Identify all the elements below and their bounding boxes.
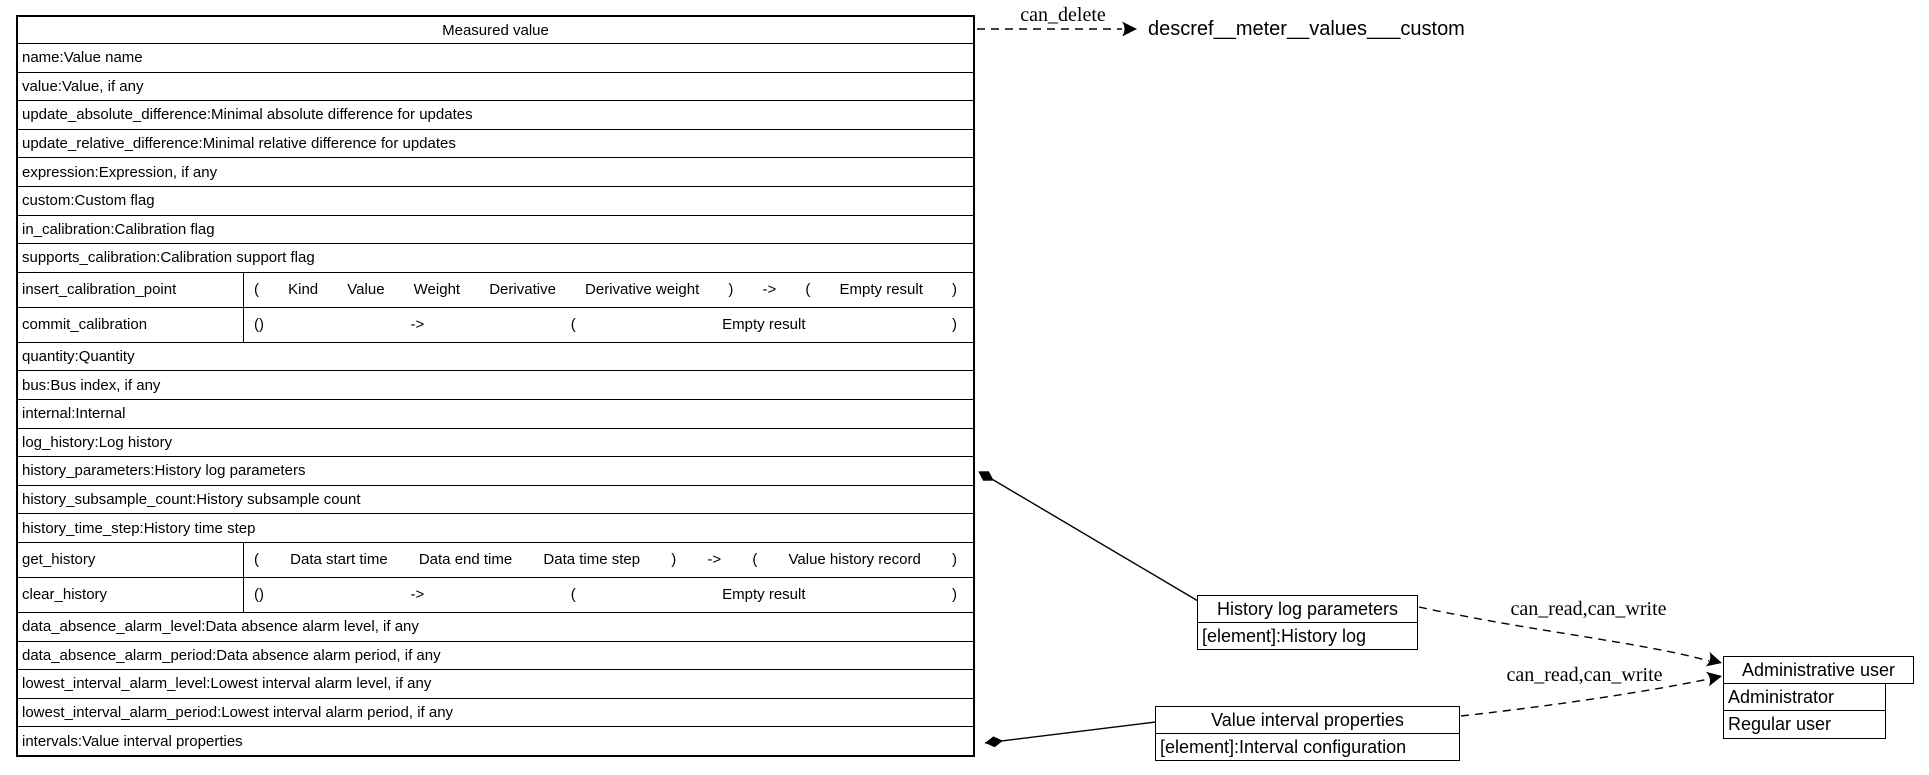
field-row-lowest-interval-alarm-level: lowest_interval_alarm_level:Lowest inter… — [18, 669, 973, 698]
signature-token: Data time step — [543, 551, 641, 569]
field-row-custom: custom:Custom flag — [18, 185, 973, 215]
field-row-lowest-interval-alarm-period: lowest_interval_alarm_period:Lowest inte… — [18, 697, 973, 727]
field-row-value: value:Value, if any — [18, 71, 973, 101]
signature-token: ( — [254, 551, 259, 569]
external-ref-node: descref__meter__values___custom — [1148, 18, 1465, 40]
method-signature: ( Data start time Data end time Data tim… — [244, 543, 973, 577]
signature-token: ( — [570, 316, 576, 334]
field-row-expression: expression:Expression, if any — [18, 157, 973, 186]
history-table-row: [element]:History log — [1197, 621, 1418, 650]
interval-table-row: [element]:Interval configuration — [1155, 732, 1460, 761]
admin-table-title: Administrative user — [1723, 656, 1914, 684]
method-signature: ( Kind Value Weight Derivative Derivativ… — [244, 273, 973, 307]
field-row-supports-calibration: supports_calibration:Calibration support… — [18, 243, 973, 272]
interval-admin-arrowhead-icon — [1705, 671, 1722, 687]
admin-table-row-administrator: Administrator — [1723, 682, 1886, 711]
history-table-title: History log parameters — [1197, 595, 1418, 623]
signature-token: -> — [762, 281, 777, 299]
interval-admin-edge-label: can_read,can_write — [1506, 664, 1663, 686]
field-row-log-history: log_history:Log history — [18, 427, 973, 457]
signature-token: Weight — [413, 281, 461, 299]
field-row-history-subsample-count: history_subsample_count:History subsampl… — [18, 484, 973, 514]
signature-token: Data start time — [290, 551, 388, 569]
signature-token: ( — [570, 586, 576, 604]
field-row-in-calibration: in_calibration:Calibration flag — [18, 214, 973, 244]
signature-token: Derivative weight — [585, 281, 700, 299]
field-row-data-absence-alarm-level: data_absence_alarm_level:Data absence al… — [18, 611, 973, 641]
method-name: insert_calibration_point — [22, 281, 177, 299]
method-signature: () -> ( Empty result ) — [244, 308, 973, 342]
table-title: Measured value — [18, 17, 973, 43]
field-row-update-relative-difference: update_relative_difference:Minimal relat… — [18, 128, 973, 158]
field-row-update-absolute-difference: update_absolute_difference:Minimal absol… — [18, 100, 973, 129]
signature-token: ) — [671, 551, 677, 569]
method-name: clear_history — [22, 586, 108, 604]
signature-token: -> — [410, 586, 425, 604]
interval-composition-edge — [984, 721, 1157, 744]
method-row-insert-calibration-point: insert_calibration_point ( Kind Value We… — [18, 271, 973, 307]
method-row-commit-calibration: commit_calibration () -> ( Empty result … — [18, 306, 973, 342]
signature-token: -> — [707, 551, 722, 569]
field-row-internal: internal:Internal — [18, 398, 973, 428]
signature-token: Data end time — [418, 551, 513, 569]
signature-token: () — [254, 586, 264, 604]
signature-token: -> — [410, 316, 425, 334]
interval-diamond-icon — [985, 736, 1003, 748]
signature-token: Value — [347, 281, 385, 299]
field-row-quantity: quantity:Quantity — [18, 341, 973, 371]
field-row-history-time-step: history_time_step:History time step — [18, 513, 973, 542]
signature-token: ) — [728, 281, 734, 299]
signature-token: Empty result — [839, 281, 923, 299]
method-signature: () -> ( Empty result ) — [244, 578, 973, 612]
signature-token: ) — [951, 551, 957, 569]
history-diamond-icon — [978, 471, 994, 481]
method-row-get-history: get_history ( Data start time Data end t… — [18, 541, 973, 577]
table-title-label: Measured value — [442, 21, 549, 39]
field-row-name: name:Value name — [18, 43, 973, 72]
field-row-intervals: intervals:Value interval properties — [18, 726, 973, 755]
method-row-clear-history: clear_history () -> ( Empty result ) — [18, 576, 973, 612]
signature-token: Empty result — [722, 586, 806, 604]
history-admin-edge — [1418, 606, 1710, 662]
signature-token: ( — [752, 551, 758, 569]
signature-token: ) — [952, 586, 957, 604]
signature-token: ( — [254, 281, 259, 299]
history-admin-arrowhead-icon — [1705, 651, 1722, 667]
signature-token: () — [254, 316, 264, 334]
admin-table-row-regular-user: Regular user — [1723, 709, 1886, 739]
signature-token: ) — [952, 281, 957, 299]
method-name: get_history — [22, 551, 96, 569]
interval-table-title: Value interval properties — [1155, 706, 1460, 734]
history-composition-edge — [984, 474, 1199, 602]
interval-admin-edge — [1460, 678, 1710, 717]
signature-token: Derivative — [489, 281, 556, 299]
can-delete-edge-label: can_delete — [1020, 4, 1106, 26]
field-row-bus: bus:Bus index, if any — [18, 370, 973, 399]
signature-token: Value history record — [788, 551, 921, 569]
measured-value-table: Measured value name:Value name value:Val… — [16, 15, 975, 757]
field-row-history-parameters: history_parameters:History log parameter… — [18, 456, 973, 485]
history-admin-edge-label: can_read,can_write — [1510, 598, 1667, 620]
signature-token: ( — [805, 281, 811, 299]
can-delete-arrowhead-icon — [1122, 21, 1137, 37]
field-row-data-absence-alarm-period: data_absence_alarm_period:Data absence a… — [18, 640, 973, 670]
signature-token: Empty result — [722, 316, 806, 334]
signature-token: Kind — [288, 281, 319, 299]
signature-token: ) — [952, 316, 957, 334]
method-name: commit_calibration — [22, 316, 148, 334]
